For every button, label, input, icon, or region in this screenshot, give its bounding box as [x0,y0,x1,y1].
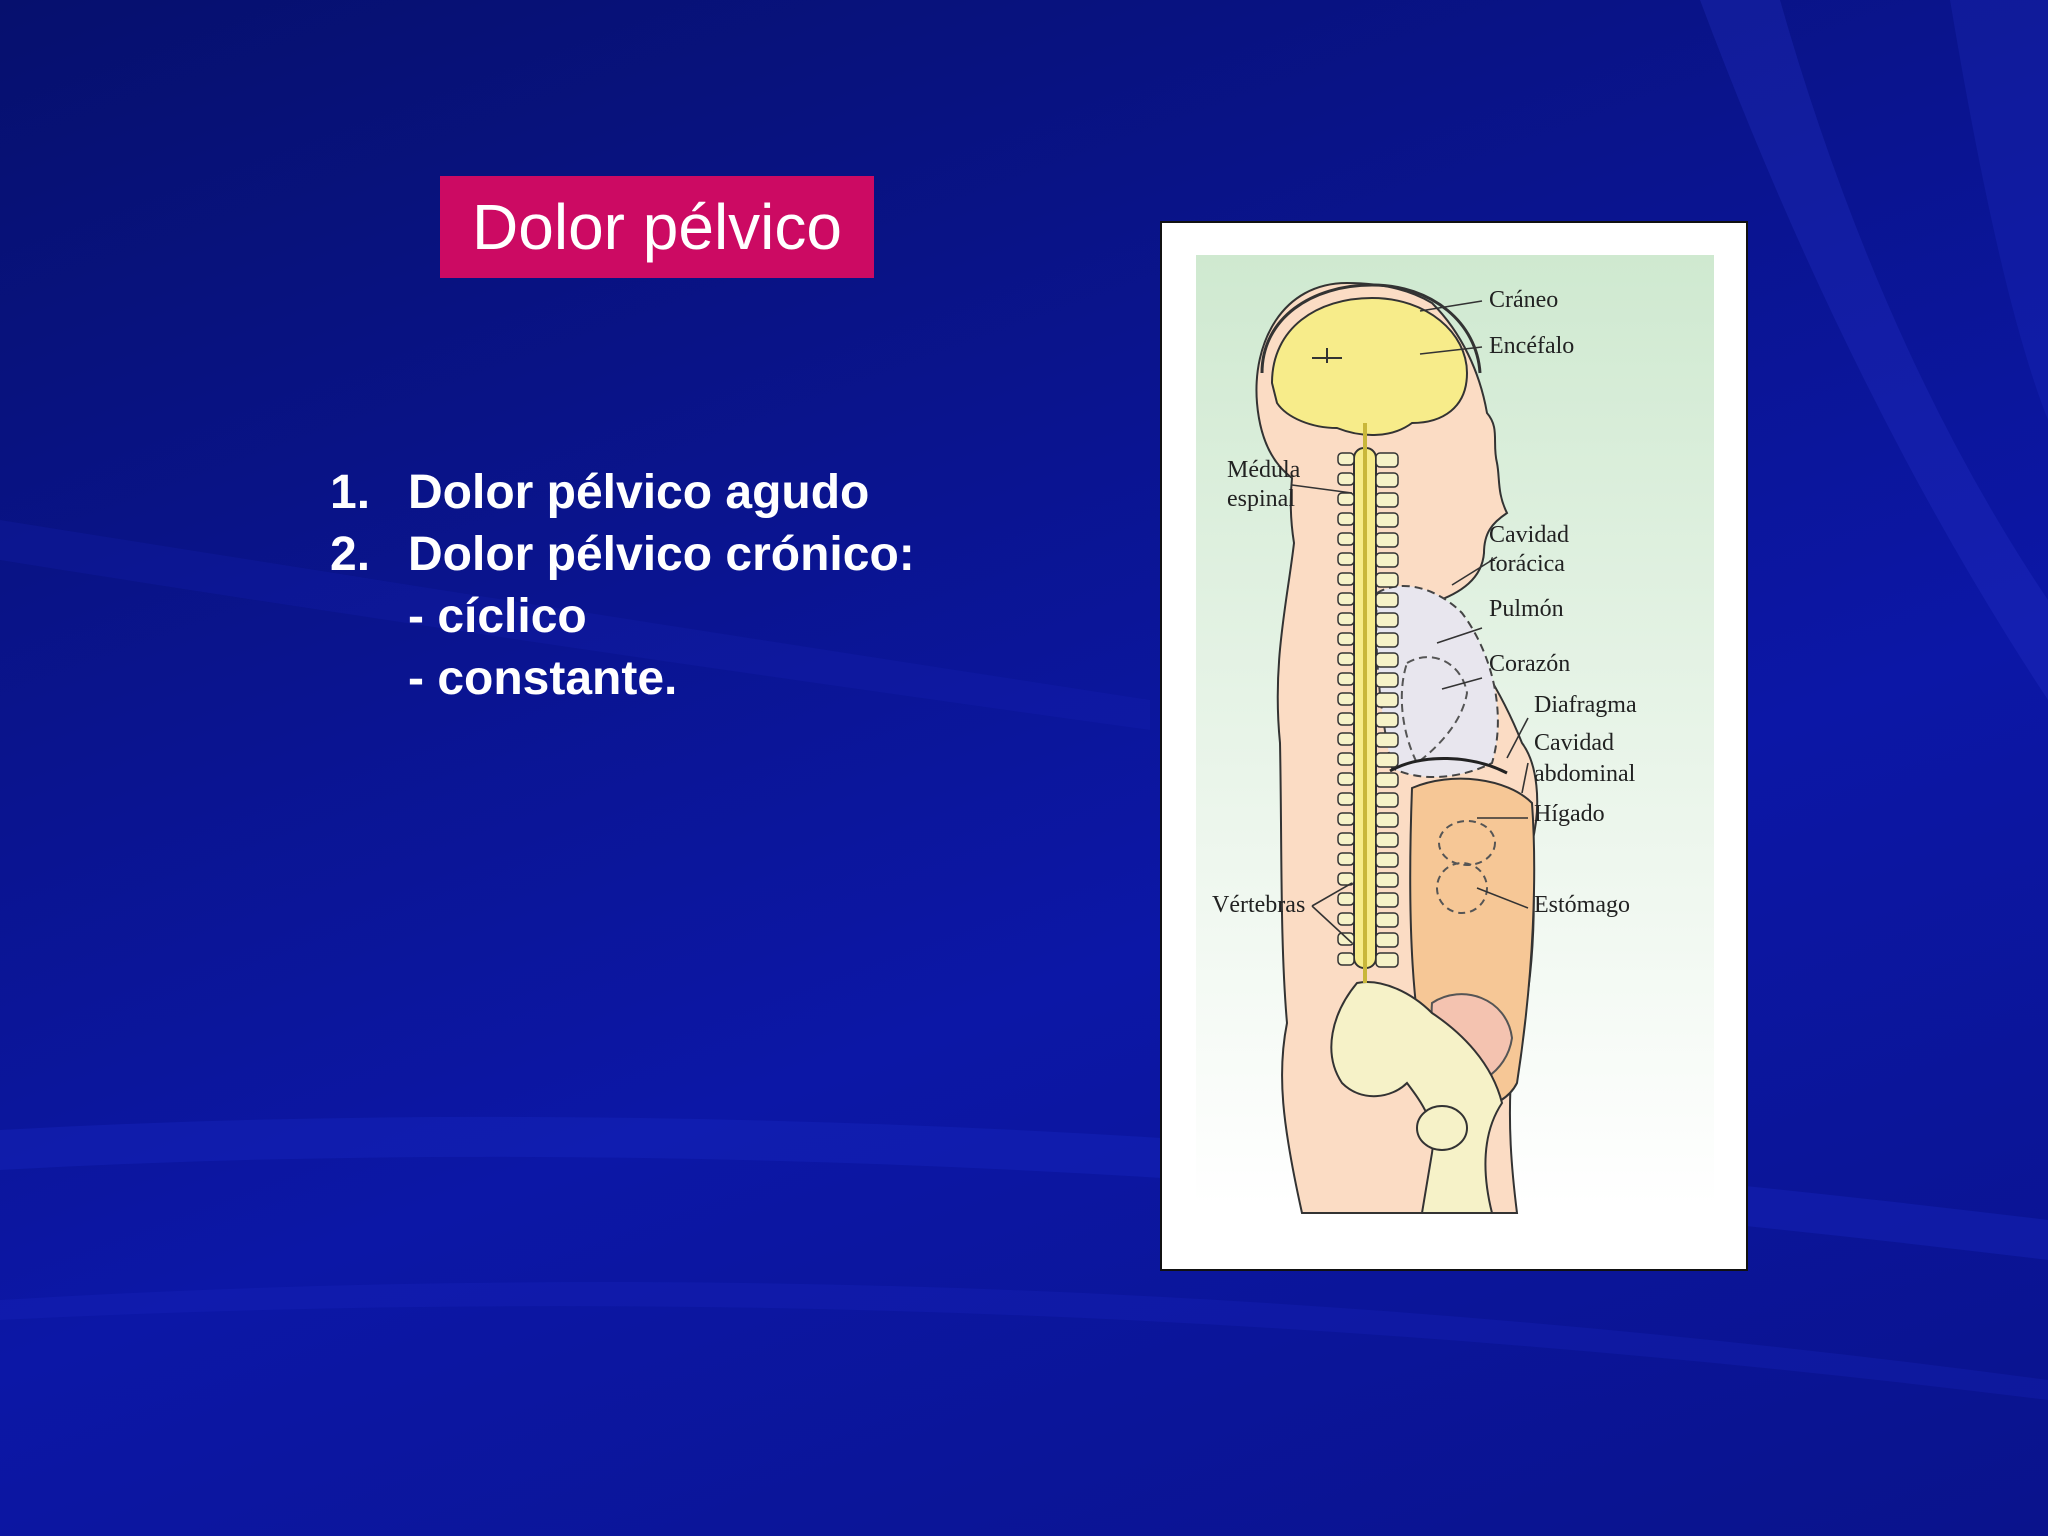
list-item: 1. Dolor pélvico agudo [330,462,915,524]
vertebra-body [1375,612,1399,628]
vertebra-body [1375,652,1399,668]
vertebra-segment [1337,952,1355,966]
list-number: 2. [330,528,371,581]
vertebra-segment [1337,832,1355,846]
list-text: Dolor pélvico agudo [408,466,870,519]
vertebra-segment [1337,552,1355,566]
vertebra-segment [1337,692,1355,706]
vertebra-segment [1337,532,1355,546]
vertebra-body [1375,492,1399,508]
vertebra-segment [1337,612,1355,626]
vertebra-body [1375,512,1399,528]
list-item: 2. Dolor pélvico crónico: [330,524,915,586]
label-cavidad-abdominal-2: abdominal [1534,761,1636,787]
femur-head [1416,1105,1468,1151]
label-diafragma: Diafragma [1534,692,1637,718]
label-vertebras: Vértebras [1212,892,1305,918]
label-medula-1: Médula [1227,457,1301,483]
vertebra-body [1375,812,1399,828]
label-cavidad-toracica-2: torácica [1489,551,1565,577]
brain-mark [1312,348,1342,363]
vertebrae-segments [1337,452,1399,968]
sub-item-ciclico: - cíclico [408,590,587,643]
vertebra-body [1375,452,1399,468]
vertebra-segment [1337,452,1355,466]
vertebra-segment [1337,672,1355,686]
vertebra-body [1375,592,1399,608]
leader-lines [1291,300,1529,944]
list-number: 1. [330,466,371,519]
vertebra-body [1375,752,1399,768]
vertebra-body [1375,632,1399,648]
vertebra-segment [1337,712,1355,726]
vertebra-segment [1337,572,1355,586]
vertebra-body [1375,712,1399,728]
vertebra-segment [1337,472,1355,486]
vertebra-segment [1337,632,1355,646]
vertebra-segment [1337,592,1355,606]
vertebra-body [1375,872,1399,888]
anatomy-diagram: Cráneo Encéfalo Médula espinal Cavidad t… [1196,255,1714,1214]
skull [1260,283,1482,374]
vertebra-segment [1337,772,1355,786]
vertebra-body [1375,552,1399,568]
vertebra-segment [1337,732,1355,746]
vertebra-segment [1337,492,1355,506]
vertebra-segment [1337,792,1355,806]
vertebra-segment [1337,912,1355,926]
vertebra-body [1375,572,1399,588]
vertebra-segment [1337,872,1355,886]
label-craneo: Cráneo [1489,287,1558,313]
vertebra-body [1375,912,1399,928]
stomach [1436,862,1488,914]
vertebra-body [1375,792,1399,808]
list-text: Dolor pélvico crónico: [408,528,915,581]
sub-item-constante: - constante. [408,652,678,705]
label-estomago: Estómago [1534,892,1630,918]
slide-title-box: Dolor pélvico [440,176,874,278]
slide-title: Dolor pélvico [472,191,842,263]
vertebra-body [1375,832,1399,848]
vertebra-segment [1337,812,1355,826]
vertebra-segment [1337,892,1355,906]
heart [1400,656,1469,765]
vertebra-body [1375,932,1399,948]
vertebra-segment [1337,852,1355,866]
vertebra-segment [1337,752,1355,766]
vertebra-segment [1337,652,1355,666]
label-cavidad-abdominal-1: Cavidad [1534,730,1614,756]
brain [1270,296,1469,436]
vertebra-body [1375,532,1399,548]
label-encefalo: Encéfalo [1489,333,1574,359]
vertebra-body [1375,732,1399,748]
pelvis [1330,981,1504,1214]
label-cavidad-toracica-1: Cavidad [1489,522,1569,548]
label-pulmon: Pulmón [1489,596,1564,622]
topic-list: 1. Dolor pélvico agudo 2. Dolor pélvico … [330,462,915,710]
label-higado: Hígado [1534,801,1605,827]
vertebra-segment [1337,512,1355,526]
vertebra-body [1375,472,1399,488]
label-medula-2: espinal [1227,486,1295,512]
anatomy-figure: Cráneo Encéfalo Médula espinal Cavidad t… [1160,221,1748,1271]
label-corazon: Corazón [1489,651,1570,677]
vertebra-body [1375,952,1399,968]
vertebra-body [1375,772,1399,788]
vertebra-body [1375,672,1399,688]
vertebra-body [1375,852,1399,868]
vertebra-body [1375,692,1399,708]
diaphragm [1389,757,1508,775]
liver [1438,820,1496,866]
vertebra-body [1375,892,1399,908]
